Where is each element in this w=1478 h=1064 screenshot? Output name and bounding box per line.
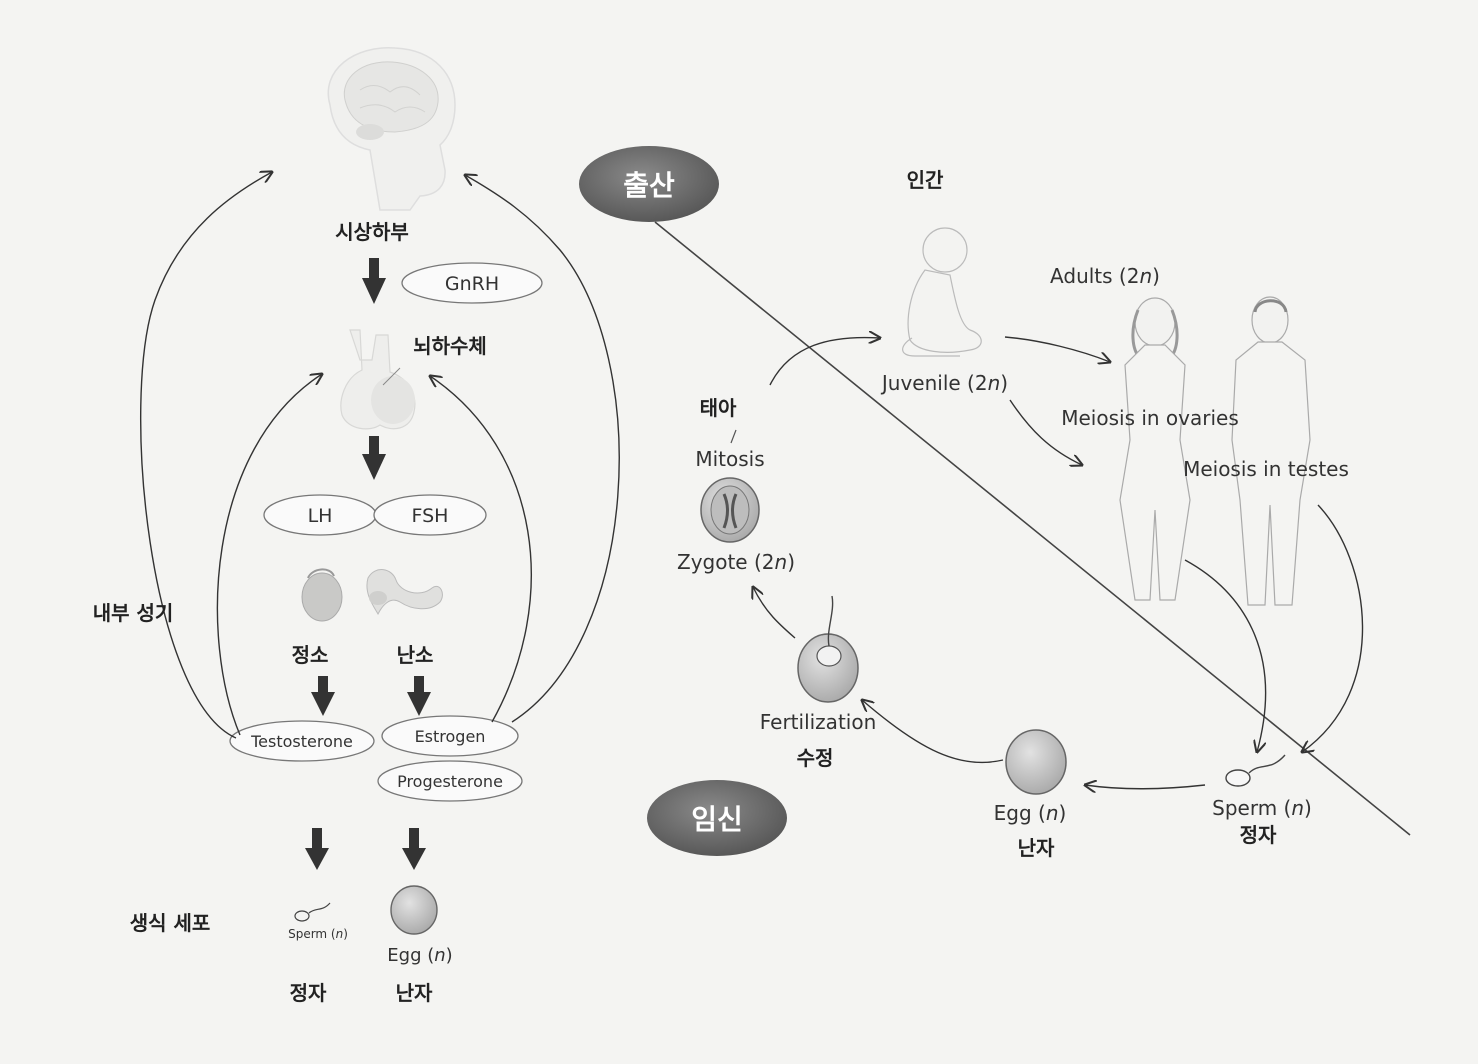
- progesterone-pill: Progesterone: [377, 760, 523, 802]
- meiosis-testes-label: Meiosis in testes: [1183, 457, 1349, 481]
- arrow-down-1: [362, 258, 386, 304]
- fsh-pill: FSH: [373, 494, 487, 536]
- man-icon: [1231, 296, 1311, 606]
- zygote-icon: [700, 477, 760, 543]
- arrow-down-sperm: [305, 828, 329, 870]
- arrow-sperm-to-egg: [1085, 785, 1206, 789]
- hypothalamus-label: 시상하부: [335, 220, 409, 244]
- fsh-label: FSH: [412, 505, 449, 527]
- mitosis-label: Mitosis: [695, 447, 764, 471]
- ovary-label: 난소: [397, 643, 434, 667]
- pituitary-icon: [340, 329, 416, 430]
- egg-label-right: Egg (n): [994, 801, 1067, 825]
- pregnancy-label: 임신: [691, 803, 743, 836]
- gnrh-label: GnRH: [445, 273, 499, 295]
- arrow-egg-to-fertilization: [862, 700, 1004, 764]
- arrow-fetus-to-juvenile: [769, 338, 880, 386]
- sperm-label-right: Sperm (n): [1212, 796, 1312, 820]
- woman-icon: [1119, 297, 1191, 601]
- arrow-juvenile-to-adults: [1004, 336, 1110, 362]
- arrow-down-ovary: [407, 676, 431, 716]
- fertilization-kr-label: 수정: [797, 746, 834, 770]
- feedback-arrow-inner-right: [430, 376, 532, 723]
- testis-icon: [301, 568, 343, 622]
- sperm-icon-right: [1225, 754, 1286, 787]
- egg-icon-right: [1005, 729, 1067, 795]
- arrow-fertilization-to-zygote: [753, 587, 796, 639]
- feedback-arrow-outer-left: [140, 172, 272, 739]
- estrogen-pill: Estrogen: [381, 715, 519, 757]
- estrogen-label: Estrogen: [415, 727, 486, 746]
- zygote-label: Zygote (2n): [677, 550, 795, 574]
- brain-icon: [327, 47, 456, 211]
- egg-label-left: Egg (n): [387, 945, 452, 966]
- sperm-kr-label-right: 정자: [1240, 823, 1277, 847]
- testis-label: 정소: [292, 643, 329, 667]
- arrow-juvenile-to-meiosis: [1009, 399, 1082, 465]
- arrow-down-testis: [311, 676, 335, 716]
- fertilized-egg-icon: [797, 595, 859, 703]
- ovary-icon: [366, 569, 443, 616]
- feedback-arrow-outer-right: [465, 175, 620, 723]
- baby-icon: [902, 227, 982, 357]
- arrow-down-2: [362, 436, 386, 480]
- arrow-down-egg: [402, 828, 426, 870]
- germ-cells-label: 생식 세포: [130, 911, 211, 935]
- sperm-label-left: Sperm (n): [288, 927, 348, 941]
- fertilization-label: Fertilization: [760, 710, 877, 734]
- lh-pill: LH: [263, 494, 377, 536]
- birth-oval: 출산: [579, 146, 719, 222]
- egg-icon: [390, 885, 438, 935]
- divider-line: [654, 221, 1411, 836]
- pregnancy-oval: 임신: [647, 780, 787, 856]
- fetus-mitosis-tick: [730, 429, 737, 444]
- egg-kr-label-left: 난자: [396, 981, 433, 1005]
- feedback-arrow-inner-left: [216, 374, 322, 736]
- egg-kr-label-right: 난자: [1018, 836, 1055, 860]
- fetus-label: 태아: [700, 396, 737, 420]
- lh-label: LH: [308, 505, 333, 527]
- meiosis-ovaries-label: Meiosis in ovaries: [1061, 406, 1239, 430]
- sperm-kr-label-left: 정자: [290, 981, 327, 1005]
- birth-label: 출산: [623, 169, 675, 202]
- adults-label: Adults (2n): [1050, 264, 1160, 288]
- testosterone-pill: Testosterone: [229, 720, 375, 762]
- testosterone-label: Testosterone: [250, 732, 353, 751]
- progesterone-label: Progesterone: [397, 772, 503, 791]
- pituitary-label: 뇌하수체: [413, 334, 487, 358]
- juvenile-label: Juvenile (2n): [880, 371, 1008, 395]
- arrow-ovaries-to-egg: [1184, 559, 1267, 752]
- arrow-testes-to-sperm: [1302, 504, 1364, 752]
- sperm-icon: [294, 902, 331, 922]
- human-label: 인간: [907, 168, 944, 192]
- internal-organs-label: 내부 성기: [93, 601, 174, 625]
- gnrh-pill: GnRH: [401, 262, 543, 304]
